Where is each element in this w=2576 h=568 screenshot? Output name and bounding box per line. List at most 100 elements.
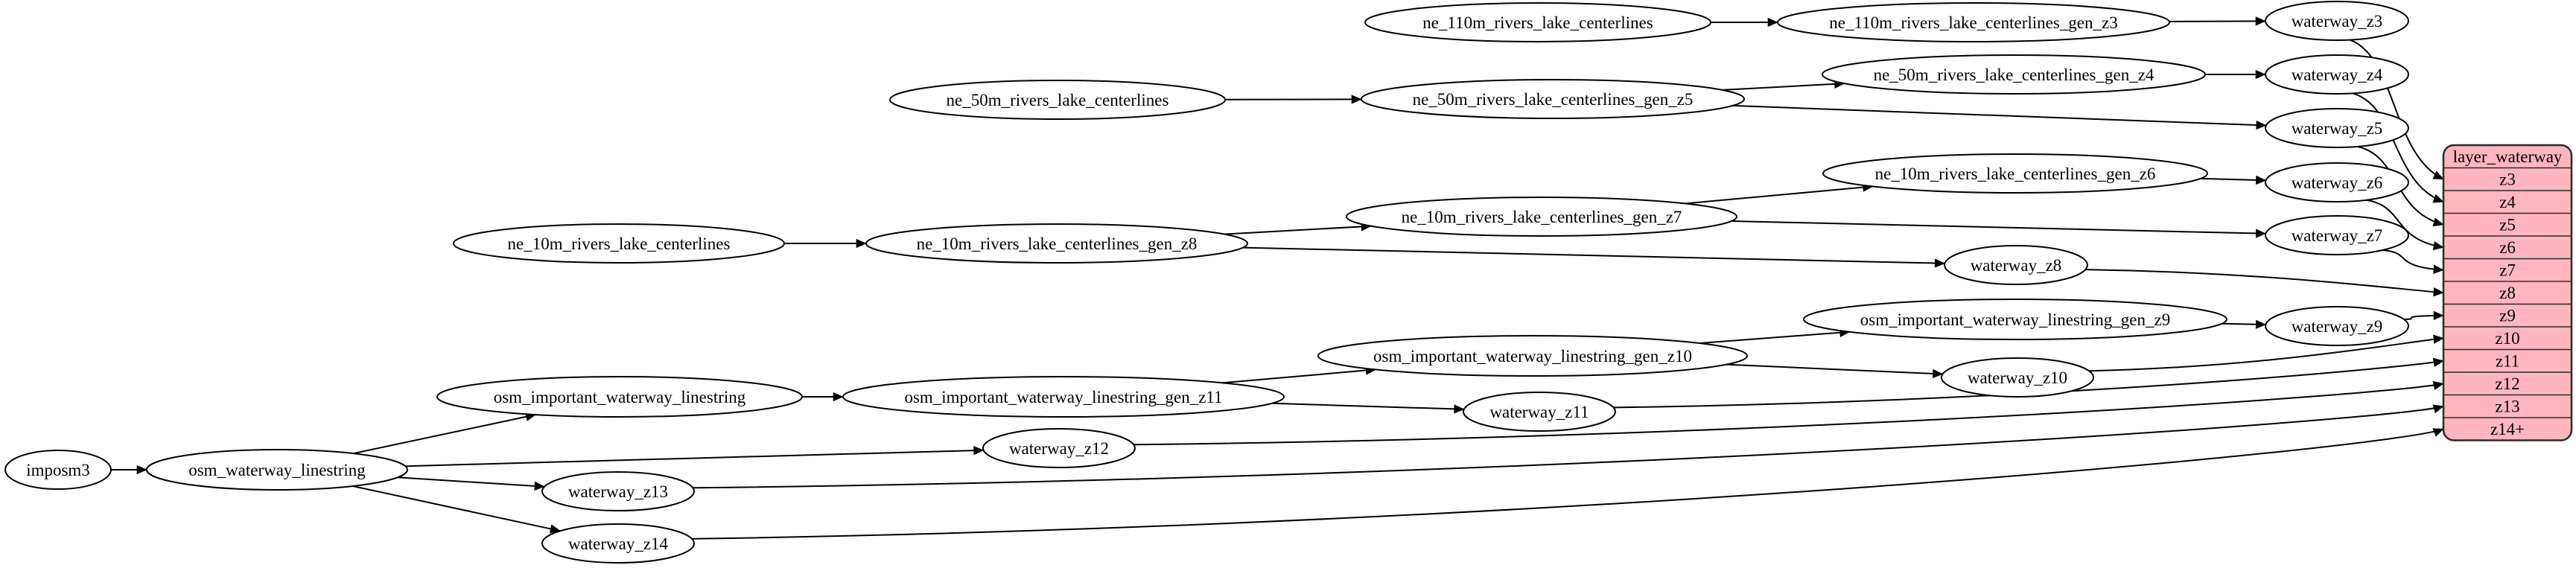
node-ne_10m_rivers_lake_centerlines_gen_z7: ne_10m_rivers_lake_centerlines_gen_z7 [1346, 197, 1737, 237]
edge-waterway_z9-to-z9 [2404, 310, 2444, 321]
node-ellipse [4, 450, 112, 490]
node-ellipse [1941, 357, 2094, 398]
node-label: osm_important_waterway_linestring_gen_z9 [1860, 310, 2170, 329]
node-ellipse [1803, 299, 2227, 340]
node-label: waterway_z5 [2292, 119, 2383, 138]
record-node-layer_waterway: layer_waterwayz3z4z5z6z7z8z9z10z11z12z13… [2442, 144, 2573, 441]
node-ellipse [1822, 54, 2206, 95]
record-row-z5: z5 [2499, 216, 2516, 234]
node-ellipse [2265, 306, 2409, 346]
node-ne_50m_rivers_lake_centerlines_gen_z4: ne_50m_rivers_lake_centerlines_gen_z4 [1822, 54, 2206, 95]
record-row-z10: z10 [2495, 329, 2519, 348]
node-ne_10m_rivers_lake_centerlines: ne_10m_rivers_lake_centerlines [453, 223, 785, 264]
node-ellipse [2265, 1, 2409, 41]
node-ellipse [2265, 54, 2409, 95]
node-ellipse [2265, 108, 2409, 148]
node-label: ne_10m_rivers_lake_centerlines_gen_z7 [1402, 208, 1682, 226]
edge-ne_10m_rivers_lake_centerlines_gen_z6-to-waterway_z6 [2200, 175, 2267, 185]
node-label: waterway_z10 [1968, 368, 2067, 387]
node-ellipse [453, 223, 785, 264]
node-ne_10m_rivers_lake_centerlines_gen_z8: ne_10m_rivers_lake_centerlines_gen_z8 [865, 223, 1248, 264]
node-imposm3: imposm3 [4, 450, 112, 490]
edge-waterway_z7-to-z7 [2382, 249, 2444, 274]
edge-osm_waterway_linestring-to-waterway_z13 [397, 476, 545, 491]
node-ellipse [541, 523, 695, 564]
node-label: waterway_z11 [1489, 403, 1588, 421]
edge-osm_waterway_linestring-to-osm_important_waterway_linestring [353, 412, 537, 455]
record-row-z8: z8 [2499, 284, 2516, 302]
edge-waterway_z13-to-z13 [693, 404, 2444, 489]
node-osm_important_waterway_linestring: osm_important_waterway_linestring [436, 376, 803, 418]
record-row-z14+: z14+ [2490, 420, 2525, 438]
edge-waterway_z12-to-z12 [1133, 380, 2444, 446]
record-row-z9: z9 [2499, 307, 2516, 325]
edge-ne_10m_rivers_lake_centerlines_gen_z8-to-waterway_z8 [1242, 246, 1945, 268]
node-label: osm_important_waterway_linestring_gen_z1… [904, 388, 1222, 406]
node-label: ne_10m_rivers_lake_centerlines_gen_z8 [917, 234, 1198, 253]
node-ne_50m_rivers_lake_centerlines_gen_z5: ne_50m_rivers_lake_centerlines_gen_z5 [1361, 79, 1745, 119]
node-ne_110m_rivers_lake_centerlines: ne_110m_rivers_lake_centerlines [1364, 2, 1711, 42]
node-osm_important_waterway_linestring_gen_z10: osm_important_waterway_linestring_gen_z1… [1317, 335, 1748, 377]
record-row-z7: z7 [2499, 261, 2516, 280]
node-ellipse [1777, 2, 2170, 42]
edge-waterway_z6-to-z6 [2365, 199, 2444, 251]
node-osm_important_waterway_linestring_gen_z11: osm_important_waterway_linestring_gen_z1… [842, 376, 1285, 418]
record-row-z4: z4 [2499, 193, 2516, 211]
node-ellipse [1463, 392, 1616, 432]
node-label: waterway_z4 [2292, 66, 2383, 84]
edge-ne_50m_rivers_lake_centerlines_gen_z5-to-ne_50m_rivers_lake_centerlines_gen_z4 [1722, 79, 1845, 91]
edge-waterway_z4-to-z4 [2352, 92, 2444, 203]
edges-layer [111, 16, 2444, 540]
node-osm_important_waterway_linestring_gen_z9: osm_important_waterway_linestring_gen_z9 [1803, 299, 2227, 340]
edge-waterway_z3-to-z3 [2349, 39, 2444, 180]
node-label: waterway_z7 [2292, 226, 2383, 245]
node-waterway_z9: waterway_z9 [2265, 306, 2409, 346]
node-label: ne_110m_rivers_lake_centerlines_gen_z3 [1829, 13, 2117, 32]
node-label: ne_50m_rivers_lake_centerlines_gen_z5 [1413, 90, 1694, 109]
node-ellipse [1317, 335, 1748, 377]
node-ellipse [2265, 162, 2409, 202]
node-label: ne_50m_rivers_lake_centerlines [947, 91, 1169, 109]
node-waterway_z8: waterway_z8 [1944, 245, 2088, 285]
node-label: ne_50m_rivers_lake_centerlines_gen_z4 [1874, 66, 2154, 84]
edge-osm_important_waterway_linestring_gen_z10-to-waterway_z10 [1726, 363, 1944, 379]
edge-ne_10m_rivers_lake_centerlines_gen_z7-to-ne_10m_rivers_lake_centerlines_gen_z6 [1685, 182, 1874, 205]
record-row-z6: z6 [2499, 238, 2516, 257]
edge-osm_important_waterway_linestring_gen_z9-to-waterway_z9 [2222, 319, 2266, 329]
node-ellipse [889, 80, 1226, 120]
node-label: waterway_z12 [1009, 439, 1109, 458]
node-ellipse [1346, 197, 1737, 237]
edge-ne_110m_rivers_lake_centerlines_gen_z3-to-waterway_z3 [2169, 16, 2266, 26]
record-title: layer_waterway [2453, 147, 2563, 166]
edge-osm_important_waterway_linestring_gen_z11-to-osm_important_waterway_linestring_gen_z10 [1222, 366, 1376, 384]
node-label: osm_important_waterway_linestring [494, 388, 746, 406]
node-ellipse [1361, 79, 1745, 119]
record-outline [2442, 144, 2573, 441]
edge-osm_waterway_linestring-to-waterway_z12 [405, 446, 985, 468]
record-row-z12: z12 [2495, 374, 2519, 393]
node-waterway_z11: waterway_z11 [1463, 392, 1616, 432]
node-ne_50m_rivers_lake_centerlines: ne_50m_rivers_lake_centerlines [889, 80, 1226, 120]
node-label: osm_important_waterway_linestring_gen_z1… [1373, 347, 1692, 366]
record-row-z11: z11 [2496, 352, 2519, 371]
node-ne_110m_rivers_lake_centerlines_gen_z3: ne_110m_rivers_lake_centerlines_gen_z3 [1777, 2, 2170, 42]
node-label: waterway_z3 [2292, 12, 2383, 31]
node-waterway_z3: waterway_z3 [2265, 1, 2409, 41]
node-ellipse [842, 376, 1285, 418]
node-waterway_z4: waterway_z4 [2265, 54, 2409, 95]
node-ellipse [436, 376, 803, 418]
edge-ne_50m_rivers_lake_centerlines_gen_z5-to-waterway_z5 [1732, 104, 2267, 130]
edge-osm_important_waterway_linestring_gen_z11-to-waterway_z11 [1271, 402, 1465, 414]
node-label: osm_waterway_linestring [188, 461, 366, 479]
node-waterway_z5: waterway_z5 [2265, 108, 2409, 148]
node-ne_10m_rivers_lake_centerlines_gen_z6: ne_10m_rivers_lake_centerlines_gen_z6 [1822, 153, 2208, 194]
edge-waterway_z10-to-z10 [2088, 334, 2444, 372]
edge-osm_waterway_linestring-to-waterway_z14 [352, 485, 561, 534]
node-waterway_z6: waterway_z6 [2265, 162, 2409, 202]
node-waterway_z12: waterway_z12 [982, 428, 1136, 468]
edge-waterway_z8-to-z8 [2085, 269, 2444, 297]
node-label: waterway_z8 [1971, 256, 2062, 275]
node-label: waterway_z6 [2292, 173, 2383, 192]
nodes-layer: imposm3 osm_waterway_linestring osm_import… [4, 1, 2409, 564]
